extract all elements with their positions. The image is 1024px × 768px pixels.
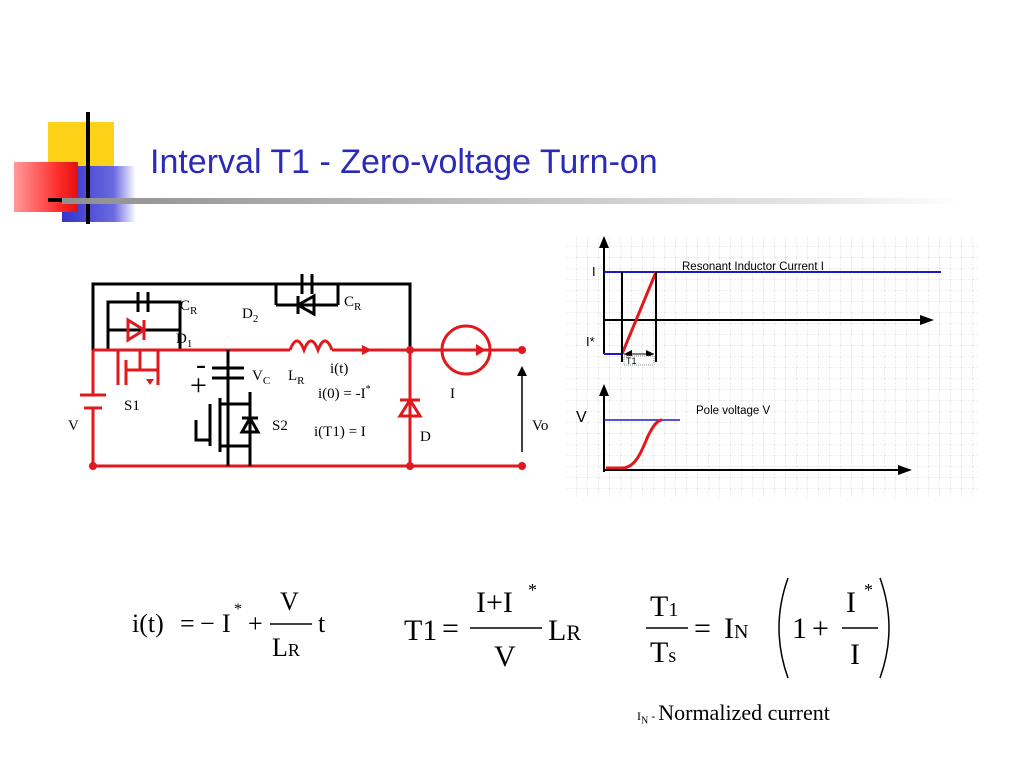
label-i: I (450, 386, 455, 402)
footnote-dash: - (648, 709, 659, 723)
svg-text:I: I (846, 586, 856, 619)
svg-text:T1: T1 (650, 590, 678, 623)
label-cr-left: CR (180, 298, 198, 317)
label-d1: D1 (176, 331, 192, 350)
d1-snubber-wire (106, 300, 182, 350)
switch-s2 (208, 350, 252, 466)
voltage-waveform-title: Pole voltage V (696, 405, 770, 417)
svg-text:I+I: I+I (476, 586, 513, 619)
svg-text:V: V (280, 587, 299, 616)
svg-text:+: + (812, 612, 829, 645)
equation-current: i(t) = − I * + V LR t (132, 587, 326, 662)
voltage-waveform: Pole voltage V V (576, 384, 912, 475)
equation-t1: T1 = I+I * V LR (404, 580, 581, 673)
label-cr-right: CR (344, 294, 362, 313)
diode-d1 (126, 317, 147, 343)
current-start-label: I* (586, 334, 595, 349)
label-d: D (420, 429, 431, 445)
voltage-level-label: V (576, 409, 587, 426)
label-i0: i(0) = -I* (318, 384, 371, 402)
label-s2: S2 (272, 418, 288, 434)
label-minus: - (196, 348, 206, 381)
interval-t1-label: T1 (626, 356, 637, 366)
snubber-wire (91, 282, 412, 350)
svg-text:Ts: Ts (650, 636, 676, 669)
svg-text:*: * (528, 580, 537, 600)
svg-text:*: * (234, 601, 242, 618)
svg-text:=: = (180, 609, 195, 638)
label-plus: + (190, 369, 207, 402)
label-d2: D2 (242, 306, 258, 325)
svg-text:=: = (442, 612, 459, 645)
label-lr: LR (288, 368, 305, 387)
decor-vertical-line (86, 112, 90, 224)
label-v: V (68, 418, 79, 434)
svg-text:IN: IN (724, 612, 748, 645)
switch-s1 (116, 350, 160, 385)
equation-normalized: T1 Ts = IN 1 + I * I (646, 577, 890, 679)
label-it: i(t) (330, 361, 348, 377)
footnote-symbol: IN (637, 709, 649, 727)
diode-s2 (239, 414, 261, 434)
svg-text:t: t (318, 609, 326, 638)
current-level-label: I (592, 264, 596, 279)
svg-text:i(t): i(t) (132, 609, 164, 638)
diode-d2 (294, 293, 316, 317)
diode-d (397, 397, 423, 418)
title-underline (62, 198, 962, 204)
svg-text:I: I (850, 638, 860, 671)
equations: i(t) = − I * + V LR t T1 = I+I * V LR T1… (132, 577, 890, 679)
label-vc: VC (252, 368, 270, 387)
current-waveform-title: Resonant Inductor Current I (682, 261, 824, 273)
label-it1: i(T1) = I (314, 424, 366, 440)
current-source-i (440, 324, 492, 376)
svg-text:LR: LR (272, 633, 300, 662)
svg-text:=: = (694, 612, 711, 645)
svg-text:+: + (248, 609, 263, 638)
svg-text:*: * (864, 580, 873, 600)
footnote-text: Normalized current (658, 700, 830, 725)
current-waveform: Resonant Inductor Current I I I* T1 (586, 236, 941, 366)
svg-text:1: 1 (792, 612, 807, 645)
label-vo: Vo (532, 418, 548, 434)
label-s1: S1 (124, 398, 140, 414)
svg-text:V: V (494, 640, 516, 673)
footnote: IN - Normalized current (637, 700, 830, 726)
page-title: Interval T1 - Zero-voltage Turn-on (150, 143, 658, 181)
inductor-lr (288, 339, 334, 355)
waveform-panel: Resonant Inductor Current I I I* T1 Pole… (566, 236, 978, 498)
svg-text:T1: T1 (404, 614, 437, 647)
svg-text:I: I (222, 609, 231, 638)
svg-text:LR: LR (548, 614, 581, 647)
svg-text:−: − (200, 609, 215, 638)
